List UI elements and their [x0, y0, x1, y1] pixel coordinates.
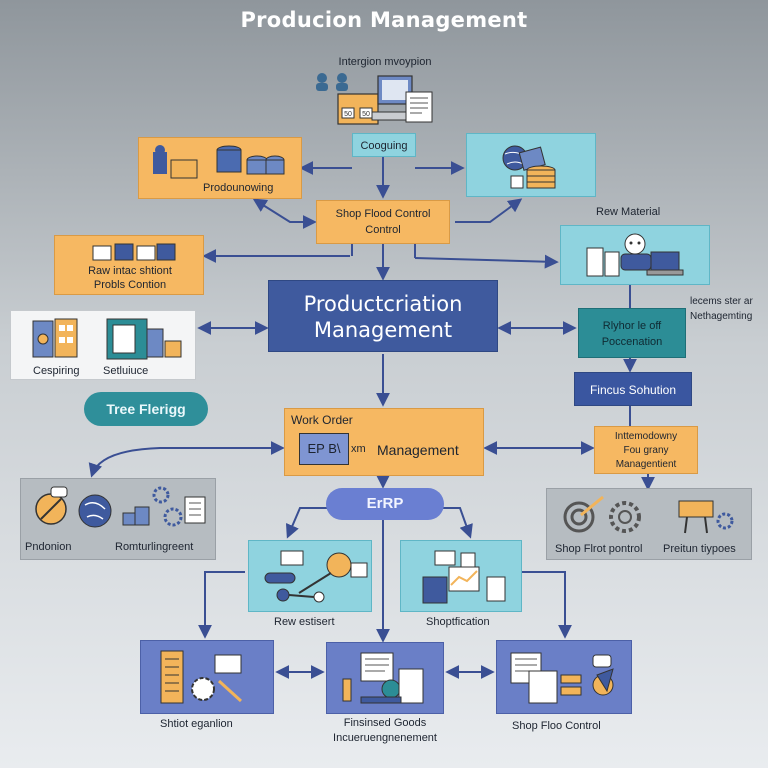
- rlyhor-box[interactable]: Rlyhor le off Poccenation: [578, 308, 686, 358]
- building-modules-icon: [27, 315, 187, 361]
- work-order-box[interactable]: Work Order EP B\ xm Management: [284, 408, 484, 476]
- svg-text:50: 50: [362, 111, 370, 118]
- shtiot-label: Shtiot eganlion: [160, 718, 233, 730]
- rew-estisert-label: Rew estisert: [274, 616, 335, 628]
- server-rack-icon: [89, 240, 179, 264]
- data-storage-box[interactable]: [466, 133, 596, 197]
- ep-badge: EP B\: [299, 433, 349, 465]
- finished-goods-label: Finsinsed Goods Incueruengnenement: [333, 717, 437, 744]
- finished-goods-box[interactable]: [326, 642, 444, 714]
- monitor-chart-icon: [409, 547, 519, 607]
- rew-estisert-box[interactable]: [248, 540, 372, 612]
- shop-flrot-box[interactable]: Shop Flrot pontrol Preitun tiypoes: [546, 488, 752, 560]
- shtiot-box[interactable]: [140, 640, 274, 714]
- documents-chat-icon: [341, 649, 437, 709]
- lecems-label: lecems ster ar Nethagemting: [690, 296, 753, 322]
- shop-floo-control-box[interactable]: [496, 640, 632, 714]
- cespiring-label: Cespiring: [33, 365, 80, 377]
- rlyhor-label: Rlyhor le off Poccenation: [601, 320, 663, 348]
- list-gear-icon: [155, 647, 265, 709]
- intergion-label: Intergion mvoypion: [338, 56, 432, 68]
- raw-material-box[interactable]: [560, 225, 710, 285]
- intemodowny-label: Inttemodowny Fou grany Managentient: [614, 431, 678, 470]
- raw-intac-box[interactable]: Raw intac shtiont Probls Contion: [54, 235, 204, 295]
- intemodowny-box[interactable]: Inttemodowny Fou grany Managentient: [594, 426, 698, 474]
- erp-pill[interactable]: ErRP: [326, 488, 444, 520]
- preitun-label: Preitun tiypoes: [663, 543, 736, 555]
- raw-intac-label: Raw intac shtiont Probls Contion: [88, 265, 172, 291]
- operator-laptop-icon: [581, 230, 691, 282]
- ep-label: EP B\: [307, 441, 341, 456]
- shop-floo-control-label: Shop Floo Control: [512, 720, 601, 732]
- romturling-label: Romturlingreent: [115, 541, 194, 553]
- database-stack-icon: [147, 142, 287, 180]
- fincus-label: Fincus Sohution: [589, 383, 677, 397]
- tree-flerigg-pill[interactable]: Tree Flerigg: [84, 392, 208, 426]
- shoptication-box[interactable]: [400, 540, 522, 612]
- cooguing-box[interactable]: Cooguing: [352, 133, 416, 157]
- central-management-box[interactable]: Productcriation Management: [268, 280, 498, 352]
- raw-material-label: Rew Material: [596, 206, 661, 218]
- shoptication-label: Shoptfication: [426, 616, 490, 628]
- workflow-nodes-icon: [259, 547, 369, 607]
- setuiuce-label: Setluiuce: [103, 365, 149, 377]
- shop-flrot-label: Shop Flrot pontrol: [555, 543, 643, 555]
- fincus-box[interactable]: Fincus Sohution: [574, 372, 692, 406]
- mon1-text: 50: [344, 111, 352, 118]
- shop-flood-label: Shop Flood Control Control: [335, 208, 431, 236]
- pndonion-label: Pndonion: [25, 541, 72, 553]
- page-title: Producion Management: [240, 8, 528, 32]
- management-label: Management: [377, 442, 459, 458]
- prodounowing-label: Prodounowing: [203, 182, 274, 194]
- globe-database-icon: [491, 140, 571, 192]
- docs-location-icon: [507, 647, 625, 709]
- pndonion-box[interactable]: Pndonion Romturlingreent: [20, 478, 216, 560]
- work-order-label: Work Order: [291, 413, 353, 427]
- prodounowing-box[interactable]: Prodounowing: [138, 137, 302, 199]
- xm-label: xm: [351, 443, 366, 455]
- tools-gears-icon: [29, 483, 209, 533]
- central-label: Productcriation Management: [303, 292, 463, 342]
- shop-flood-control-box[interactable]: Shop Flood Control Control: [316, 200, 450, 244]
- computer-workstation-icon: 50 50: [308, 70, 444, 128]
- cooguing-label: Cooguing: [360, 140, 408, 152]
- target-gears-icon: [559, 491, 745, 537]
- cespiring-box[interactable]: Cespiring Setluiuce: [10, 310, 196, 380]
